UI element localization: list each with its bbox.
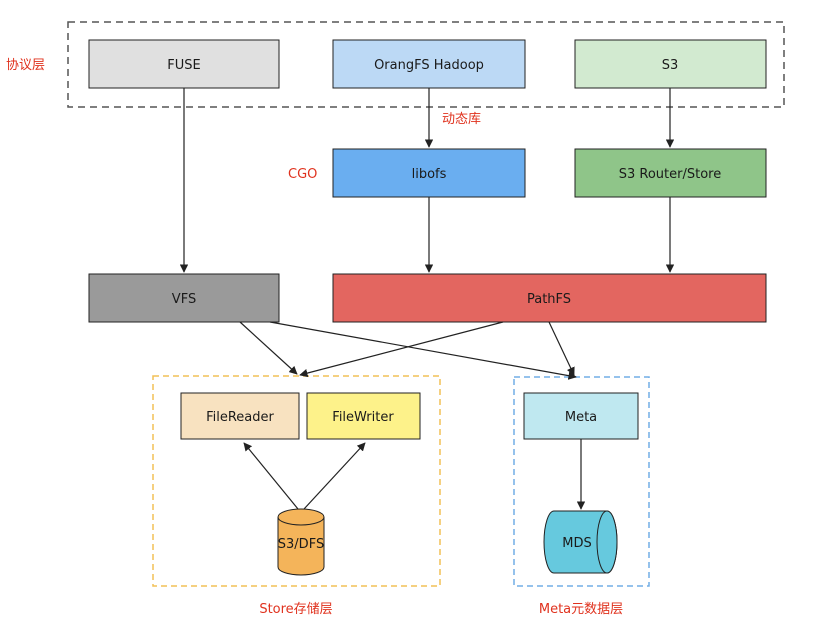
arrow-pathfs-meta (548, 321, 575, 376)
s3-router-node-label: S3 Router/Store (619, 167, 721, 182)
vfs-node (88, 273, 280, 323)
store-layer-group (152, 375, 441, 587)
s3-node-label: S3 (662, 58, 679, 73)
s3-node (574, 39, 767, 89)
dynamic-lib-label: 动态库 (442, 111, 481, 127)
pathfs-node-label: PathFS (527, 292, 571, 307)
file-reader-node (180, 392, 300, 440)
s3-router-node (574, 148, 767, 198)
arrow-s3dfs-writer (303, 442, 366, 510)
arrow-pathfs-store (299, 321, 504, 378)
s3-dfs-node (277, 508, 325, 576)
s3-dfs-node-label: S3/DFS (278, 537, 324, 552)
file-writer-node-label: FileWriter (332, 410, 394, 425)
orangfs-hadoop-node-label: OrangFS Hadoop (374, 58, 484, 73)
libofs-node-label: libofs (412, 167, 447, 182)
vfs-node-label: VFS (172, 292, 196, 307)
cgo-label: CGO (288, 167, 317, 182)
store-layer-label: Store存储层 (259, 602, 332, 617)
meta-layer-label: Meta元数据层 (539, 602, 623, 617)
libofs-node (332, 148, 526, 198)
pathfs-node (332, 273, 767, 323)
mds-node (543, 510, 618, 574)
file-reader-node-label: FileReader (206, 410, 274, 425)
fuse-node-label: FUSE (167, 58, 200, 73)
fuse-node (88, 39, 280, 89)
meta-node-label: Meta (565, 410, 597, 425)
file-writer-node (306, 392, 421, 440)
protocol-layer-label: 协议层 (6, 58, 45, 73)
arrow-vfs-store (239, 321, 298, 375)
mds-node-label: MDS (562, 536, 591, 551)
protocol-layer-group (67, 21, 785, 108)
meta-node (523, 392, 639, 440)
arrow-s3dfs-reader (243, 442, 299, 510)
orangfs-hadoop-node (332, 39, 526, 89)
meta-layer-group (513, 376, 650, 587)
arrow-vfs-meta (269, 321, 577, 380)
